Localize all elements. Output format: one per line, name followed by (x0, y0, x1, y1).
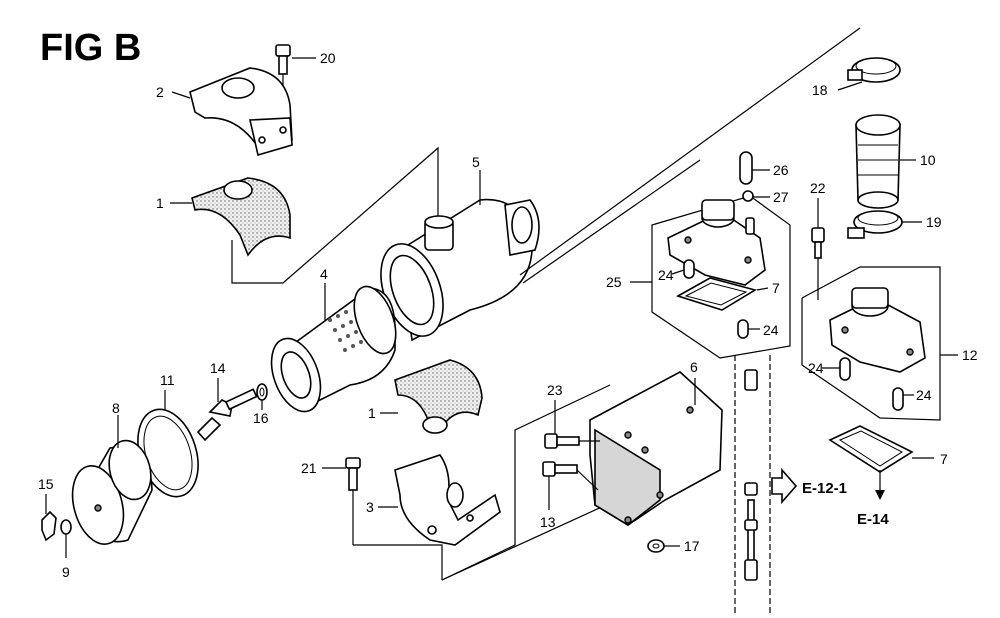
part-12-inlet-elbow (829, 287, 926, 373)
part-8-cover (71, 415, 153, 545)
callout-21: 21 (301, 460, 317, 476)
part-12-assembly-outline (801, 266, 941, 421)
part-19-clamp (847, 210, 922, 239)
callout-24-a: 24 (658, 267, 674, 283)
callout-15: 15 (38, 476, 54, 492)
callout-labels: 20 2 1 5 4 14 11 8 1 16 21 15 3 9 23 13 … (38, 50, 978, 580)
part-24-dowel-d (892, 387, 914, 411)
callout-7-upper: 7 (772, 280, 780, 296)
callout-4: 4 (320, 266, 328, 282)
callout-6: 6 (690, 359, 698, 375)
callout-19: 19 (926, 214, 942, 230)
part-11-gasket (137, 390, 199, 498)
part-24-dowel-b (737, 319, 760, 339)
reference-arrow-e12-1: E-12-1 (771, 467, 847, 505)
callout-3: 3 (366, 499, 374, 515)
callout-10: 10 (920, 152, 936, 168)
callout-14: 14 (210, 360, 226, 376)
callout-23: 23 (547, 382, 563, 398)
part-6-bracket (589, 371, 723, 526)
part-5-air-cleaner-case (380, 170, 540, 342)
callout-9: 9 (62, 564, 70, 580)
callout-8: 8 (112, 400, 120, 416)
callout-12: 12 (962, 347, 978, 363)
part-1-upper-insert (170, 177, 291, 257)
callout-13: 13 (540, 514, 556, 530)
callout-24-c: 24 (808, 360, 824, 376)
callout-2: 2 (156, 84, 164, 100)
part-25-assembly-outline (651, 195, 791, 359)
part-7-gasket-b (828, 425, 934, 473)
part-16-washer (256, 383, 268, 410)
part-17-washer (647, 539, 680, 553)
stud-assembly (734, 355, 771, 615)
part-9-nut (60, 519, 72, 558)
part-18-clamp (837, 57, 901, 91)
callout-7-lower: 7 (940, 451, 948, 467)
callout-22: 22 (810, 180, 826, 196)
callout-24-d: 24 (916, 387, 932, 403)
part-13-bolt (542, 461, 599, 510)
part-26-pin (739, 151, 770, 185)
reference-e14: E-14 (857, 511, 889, 528)
part-2-upper-band (171, 67, 293, 157)
part-24-dowel-a (683, 259, 695, 279)
callout-1-upper: 1 (156, 195, 164, 211)
part-25-inlet-elbow (667, 199, 766, 286)
reference-arrow-e14: E-14 (857, 470, 889, 528)
part-14-wing-bolt (196, 378, 258, 442)
callout-16: 16 (253, 410, 269, 426)
callout-20: 20 (320, 50, 336, 66)
part-10-hose (855, 114, 916, 209)
callout-24-b: 24 (763, 322, 779, 338)
part-22-bolt (811, 198, 825, 300)
part-24-dowel-c (839, 357, 851, 381)
reference-e12-1: E-12-1 (802, 480, 847, 497)
part-27-washer (742, 190, 770, 202)
part-7-gasket-a (676, 277, 769, 311)
part-1-lower-insert (380, 359, 483, 434)
part-21-bolt (322, 457, 361, 545)
figure-title: FIG B (40, 27, 141, 69)
callout-1-lower: 1 (368, 405, 376, 421)
callout-26: 26 (773, 162, 789, 178)
callout-27: 27 (773, 189, 789, 205)
callout-17: 17 (684, 538, 700, 554)
part-4-filter-element (270, 283, 397, 413)
part-3-lower-band (378, 454, 501, 546)
callout-25: 25 (606, 274, 622, 290)
part-15-wing-nut (41, 494, 57, 542)
part-23-bolt (544, 400, 600, 449)
callout-11: 11 (160, 372, 175, 388)
callout-5: 5 (472, 154, 480, 170)
callout-18: 18 (812, 82, 828, 98)
